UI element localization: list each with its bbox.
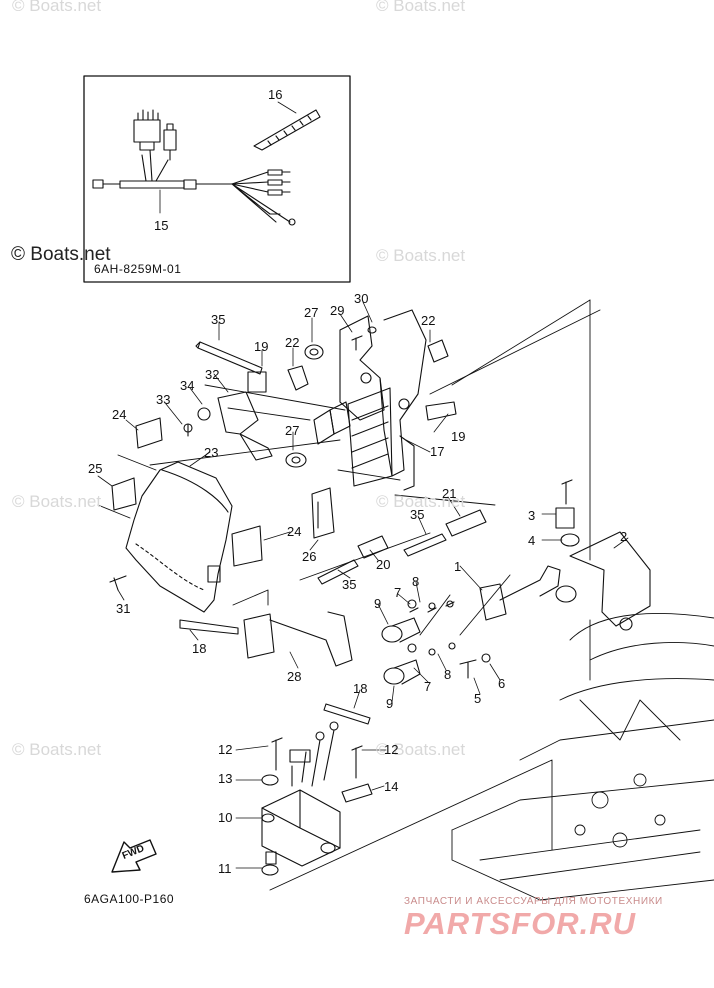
watermark: © Boats.net bbox=[376, 492, 466, 511]
part-label: 34 bbox=[180, 378, 195, 393]
bracket-28-drawing bbox=[243, 611, 353, 667]
part-label: 16 bbox=[268, 87, 283, 102]
collar-20-drawing bbox=[357, 535, 389, 559]
part-label: 27 bbox=[285, 423, 300, 438]
watermark: © Boats.net bbox=[376, 740, 466, 759]
wire-harness-drawing bbox=[92, 109, 296, 226]
part-label: 18 bbox=[353, 681, 368, 696]
part-label: 24 bbox=[112, 407, 127, 422]
collar-21-drawing bbox=[445, 509, 487, 537]
rectifier-assembly bbox=[261, 721, 341, 867]
part-label: 10 bbox=[218, 810, 233, 825]
small-fasteners bbox=[183, 326, 457, 468]
part-label: 2 bbox=[620, 529, 628, 544]
part-label: 22 bbox=[285, 335, 300, 350]
part-label: 28 bbox=[287, 669, 302, 684]
watermark: © Boats.net bbox=[376, 246, 466, 265]
diagram-code: 6AGA100-P160 bbox=[84, 892, 175, 906]
part-label: 35 bbox=[410, 507, 425, 522]
part-label: 9 bbox=[386, 696, 394, 711]
part-label: 7 bbox=[424, 679, 432, 694]
part-label: 11 bbox=[218, 861, 232, 876]
bolt-35-lower-drawing bbox=[317, 533, 447, 585]
part-label: 15 bbox=[154, 218, 169, 233]
part-label: 22 bbox=[421, 313, 436, 328]
part-label: 19 bbox=[254, 339, 269, 354]
switch-assembly bbox=[381, 565, 561, 685]
part-label: 4 bbox=[528, 533, 536, 548]
fwd-arrow-icon bbox=[111, 839, 157, 873]
part-label: 6 bbox=[498, 676, 506, 691]
screw-31-drawing bbox=[109, 575, 127, 591]
part-label: 14 bbox=[384, 779, 399, 794]
part-label: 5 bbox=[474, 691, 482, 706]
watermark: © Boats.net bbox=[376, 0, 466, 15]
part-label: 35 bbox=[342, 577, 357, 592]
inset-frame bbox=[83, 75, 351, 283]
part-label: 19 bbox=[451, 429, 466, 444]
inset-code: 6AH-8259M-01 bbox=[94, 262, 182, 276]
part-label: 30 bbox=[354, 291, 369, 306]
part-label: 29 bbox=[330, 303, 345, 318]
part-label: 18 bbox=[192, 641, 207, 656]
side-cover-drawing bbox=[125, 461, 233, 613]
watermark: © Boats.net bbox=[12, 492, 102, 511]
part-label: 20 bbox=[376, 557, 391, 572]
leader-lines bbox=[97, 301, 629, 869]
part-label: 26 bbox=[302, 549, 317, 564]
part-label: 32 bbox=[205, 367, 220, 382]
part-label: 1 bbox=[454, 559, 462, 574]
rubber-pads bbox=[111, 417, 263, 567]
engine-block-drawing bbox=[451, 613, 714, 901]
part-label: 23 bbox=[204, 445, 219, 460]
part-label: 3 bbox=[528, 508, 536, 523]
part-label: 33 bbox=[156, 392, 171, 407]
promo-tagline: ЗАПЧАСТИ И АКСЕССУАРЫ ДЛЯ МОТОТЕХНИКИ bbox=[404, 896, 663, 907]
part-label: 12 bbox=[218, 742, 233, 757]
watermark: © Boats.net bbox=[12, 0, 102, 15]
part-label: 12 bbox=[384, 742, 399, 757]
part-label: 25 bbox=[88, 461, 103, 476]
part-label: 9 bbox=[374, 596, 382, 611]
part-label: 8 bbox=[444, 667, 452, 682]
guide-lines bbox=[97, 299, 601, 891]
tie-18-drawing bbox=[179, 619, 371, 725]
part-label: 27 bbox=[304, 305, 319, 320]
bracket-2-drawing bbox=[555, 479, 651, 631]
watermark-dark: © Boats.net bbox=[11, 244, 111, 265]
part-label: 7 bbox=[394, 585, 402, 600]
part-label: 24 bbox=[287, 524, 302, 539]
bracket-assembly bbox=[313, 309, 427, 491]
clip-26-drawing bbox=[311, 487, 335, 539]
part-label: 13 bbox=[218, 771, 233, 786]
part-label: 8 bbox=[412, 574, 420, 589]
promo-logo: PARTSFOR.RU bbox=[404, 906, 637, 941]
part-label: 21 bbox=[442, 486, 457, 501]
part-label: 35 bbox=[211, 312, 226, 327]
fastener-set-lower bbox=[261, 737, 373, 876]
watermark: © Boats.net bbox=[12, 740, 102, 759]
part-label: 31 bbox=[116, 601, 131, 616]
part-label: 17 bbox=[430, 444, 445, 459]
cable-tie-drawing bbox=[253, 101, 321, 151]
